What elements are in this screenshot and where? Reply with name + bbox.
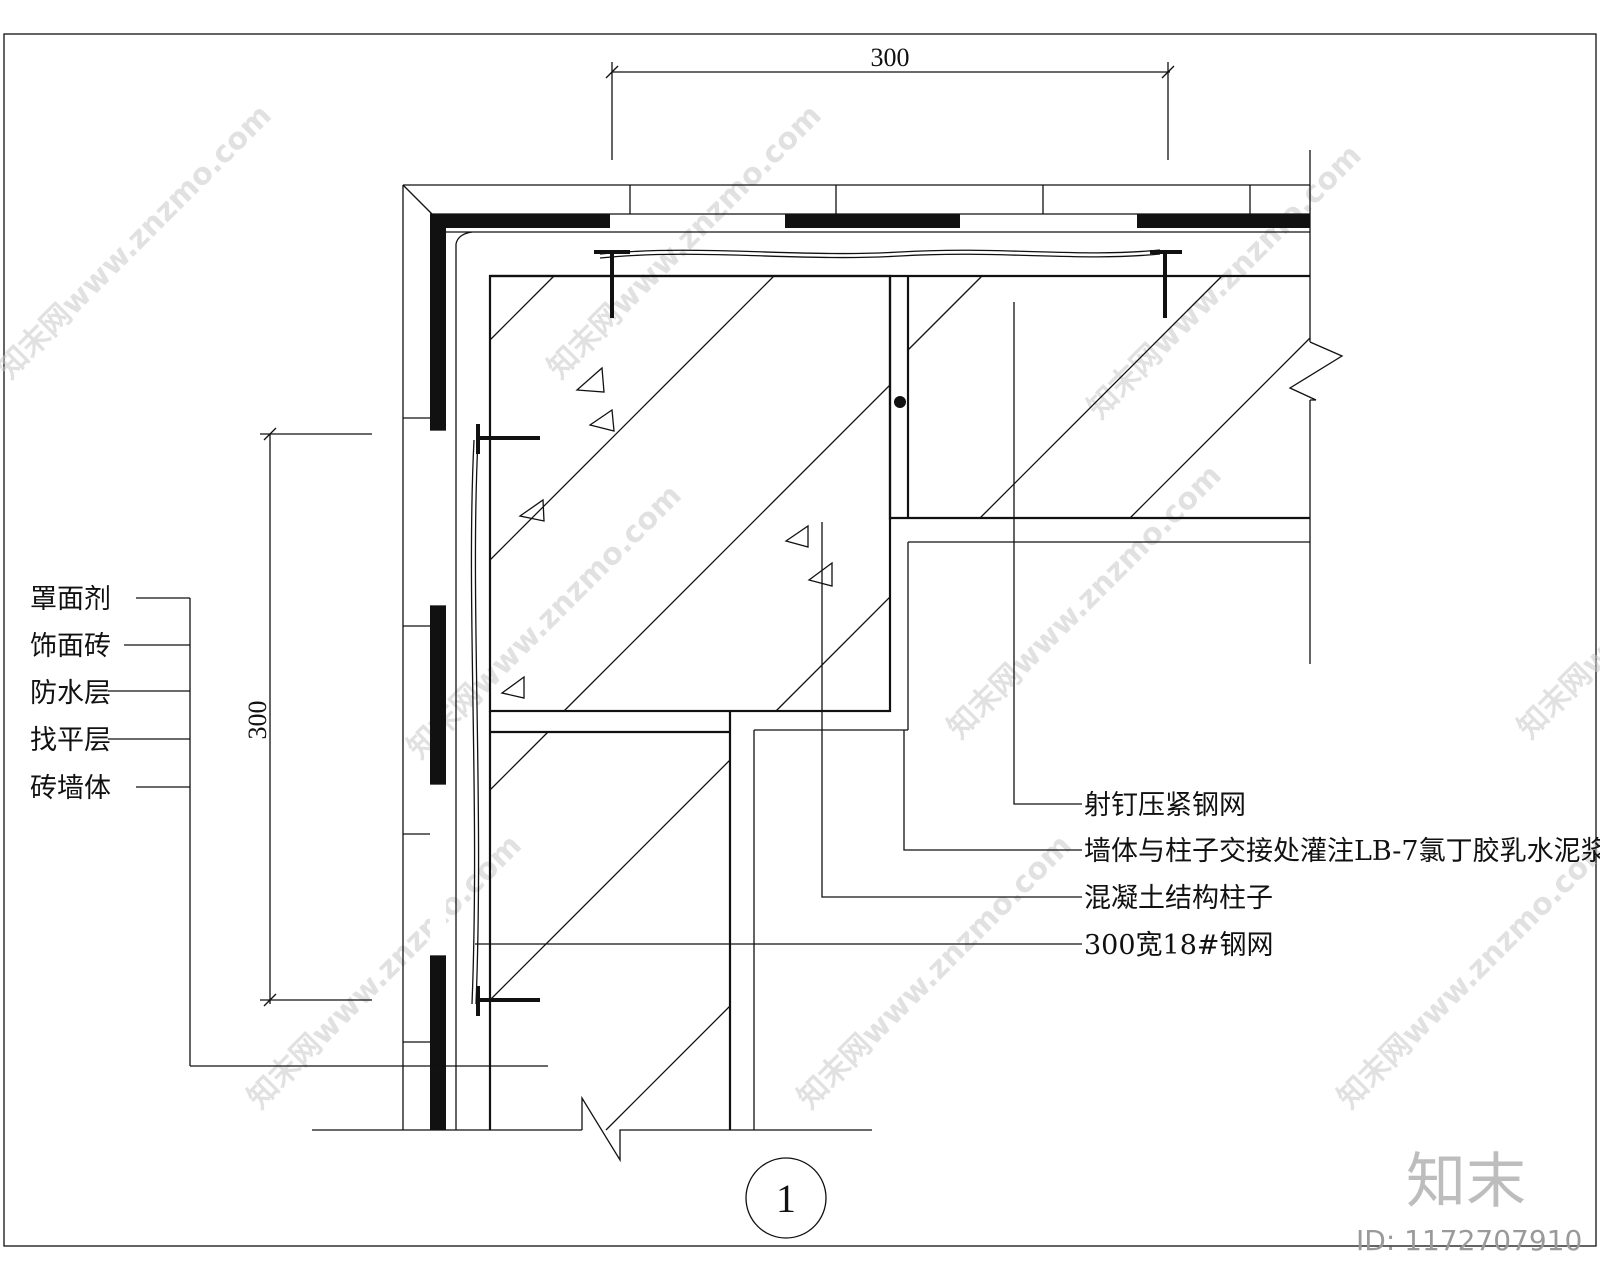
leveling-layer (445, 231, 1310, 1130)
callout-concrete-column: 混凝土结构柱子 (1084, 883, 1273, 914)
layer-label-leveling: 找平层 (30, 725, 111, 756)
watermark-text: 知末网www.znzmo.com (791, 828, 1079, 1116)
layer-label-sealer: 罩面剂 (30, 584, 111, 615)
bottom-brick-wall (312, 711, 872, 1163)
brand-watermark: 知末 (1406, 1147, 1526, 1217)
layer-label-brick-wall: 砖墙体 (30, 773, 111, 804)
watermark-text: 知末网www.znzmo.com (241, 828, 529, 1116)
layer-label-tile: 饰面砖 (30, 631, 111, 662)
top-dimension: 300 (605, 43, 1175, 160)
watermark-text: 知末网www.znzmo.com (1511, 458, 1600, 746)
image-id-watermark: ID: 1172707910 (1356, 1224, 1582, 1257)
watermark-text: 知末网www.znzmo.com (1331, 828, 1600, 1116)
watermark-layer: 知末网www.znzmo.com 知末网www.znzmo.com 知末网www… (0, 98, 1600, 1116)
callout-grout: 墙体与柱子交接处灌注LB-7氯丁胶乳水泥浆 (1084, 836, 1600, 867)
concrete-column (488, 274, 892, 713)
steel-mesh (470, 249, 1161, 1005)
callout-nail-mesh: 射钉压紧钢网 (1084, 790, 1246, 821)
watermark-text: 知末网www.znzmo.com (541, 98, 829, 386)
detail-number: 1 (776, 1176, 796, 1221)
right-brick-wall (907, 150, 1344, 664)
watermark-text: 知末网www.znzmo.com (1081, 138, 1369, 426)
left-dimension-value: 300 (243, 701, 272, 740)
tile-finish (402, 184, 1310, 1130)
right-leaders (475, 302, 1082, 945)
callout-steel-mesh: 300宽18#钢网 (1084, 930, 1274, 961)
nail-fasteners (476, 250, 1182, 1016)
left-dimension: 300 (243, 427, 372, 1007)
watermark-text: 知末网www.znzmo.com (941, 458, 1229, 746)
grout-joint (490, 274, 1310, 1130)
layer-label-waterproof: 防水层 (30, 678, 111, 709)
drawing-frame (3, 33, 1597, 1247)
left-leaders (108, 597, 548, 1067)
detail-number-marker: 1 (745, 1157, 827, 1239)
top-dimension-value: 300 (871, 43, 910, 72)
watermark-text: 知末网www.znzmo.com (0, 98, 279, 386)
